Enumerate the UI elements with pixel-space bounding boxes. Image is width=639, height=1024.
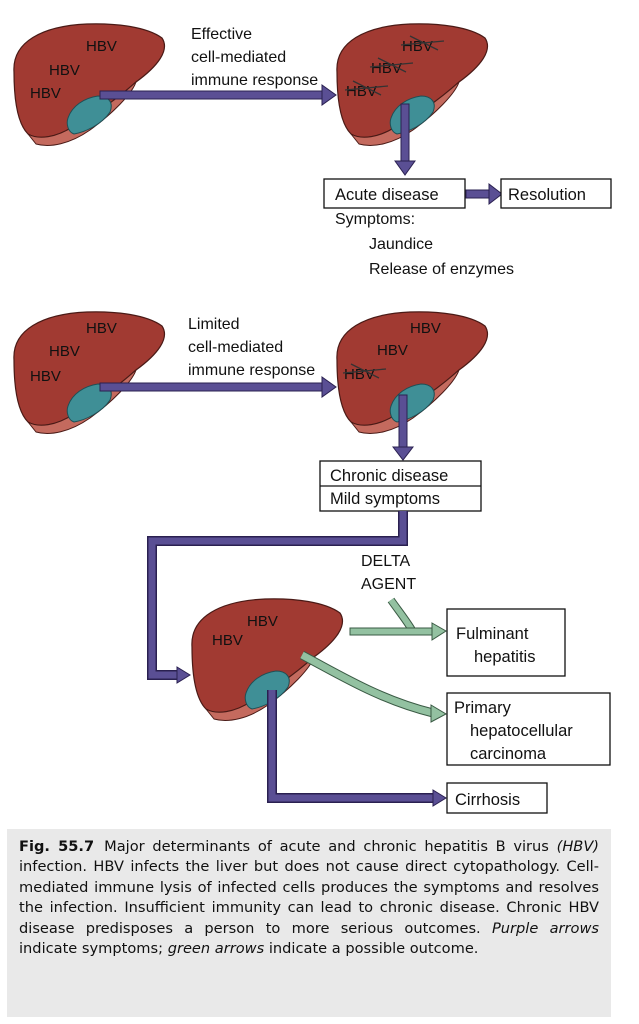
fulminant-label: Fulminant [456, 625, 529, 643]
symptom-item: Jaundice [369, 236, 433, 253]
hbv-label: HBV [247, 613, 278, 630]
hbv-label: HBV [86, 38, 117, 55]
purple-arrow-to-resolution [465, 182, 503, 206]
arrow-label-line: immune response [191, 72, 318, 89]
cirrhosis-label: Cirrhosis [455, 791, 520, 809]
fulminant-label: hepatitis [474, 648, 535, 666]
chronic-disease-box [319, 460, 482, 512]
green-arrow-delta-agent [387, 597, 416, 633]
figure-caption: Fig. 55.7 Major determinants of acute and… [7, 829, 611, 1017]
hbv-label: HBV [30, 85, 61, 102]
hbv-label: HBV [212, 632, 243, 649]
hbv-label: HBV [49, 343, 80, 360]
hbv-label-crossed: HBV [402, 38, 433, 55]
purple-arrow-to-chronic [391, 394, 415, 461]
fulminant-hepatitis-box [446, 608, 566, 677]
arrow-label-line: cell-mediated [188, 339, 283, 356]
arrow-label-line: Limited [188, 316, 240, 333]
purple-arrow-top-horizontal [99, 84, 337, 106]
strike-marks [344, 35, 445, 96]
liver-bottom-third: HBV HBV [191, 598, 344, 722]
purple-elbow-arrow-to-cirrhosis [267, 690, 447, 807]
symptoms-heading: Symptoms: [335, 211, 415, 228]
hbv-label: HBV [410, 320, 441, 337]
hbv-infection-diagram: HBV HBV HBV Effective cell-mediated immu… [13, 23, 612, 814]
hbv-label: HBV [86, 320, 117, 337]
caption-italic: (HBV) [556, 838, 599, 855]
arrow-label-line: cell-mediated [191, 49, 286, 66]
symptom-item: Release of enzymes [369, 261, 514, 278]
liver-bottom-left: HBV HBV HBV [13, 311, 166, 435]
carcinoma-label: Primary [454, 699, 512, 717]
liver-bottom-right: HBV HBV HBV [336, 311, 489, 435]
purple-elbow-arrow-to-liver [147, 511, 408, 684]
arrow-label-line: immune response [188, 362, 315, 379]
caption-text: infection. HBV infects the liver but doe… [19, 858, 599, 937]
resolution-label: Resolution [508, 186, 586, 204]
carcinoma-label: hepatocellular [470, 722, 573, 740]
caption-italic: Purple arrows [491, 919, 599, 937]
resolution-box [500, 178, 612, 209]
hbv-label: HBV [49, 62, 80, 79]
figure-number: Fig. 55.7 [19, 838, 95, 855]
hbv-label: HBV [377, 342, 408, 359]
caption-text: Major determinants of acute and chronic … [104, 838, 557, 855]
delta-agent-label: AGENT [361, 576, 416, 593]
liver-top-left: HBV HBV HBV [13, 23, 166, 147]
carcinoma-box [446, 692, 611, 766]
cirrhosis-box [446, 782, 548, 814]
strike-marks [342, 363, 387, 379]
acute-disease-label: Acute disease [335, 186, 439, 204]
purple-arrow-bottom-horizontal [99, 376, 337, 398]
purple-arrow-top-down [394, 103, 416, 176]
green-arrow-to-fulminant [349, 622, 447, 641]
acute-disease-box [323, 178, 466, 209]
carcinoma-label: carcinoma [470, 745, 547, 763]
delta-agent-label: DELTA [361, 553, 411, 570]
arrow-label-line: Effective [191, 26, 252, 43]
caption-italic: green arrows [167, 940, 265, 958]
green-arrow-to-carcinoma [299, 651, 448, 723]
caption-text: indicate a possible outcome. [264, 940, 479, 958]
chronic-disease-label: Chronic disease [330, 467, 448, 485]
liver-top-right: HBV HBV HBV [336, 23, 489, 147]
mild-symptoms-label: Mild symptoms [330, 490, 440, 508]
caption-text: indicate symptoms; [19, 940, 168, 958]
hbv-label: HBV [30, 368, 61, 385]
